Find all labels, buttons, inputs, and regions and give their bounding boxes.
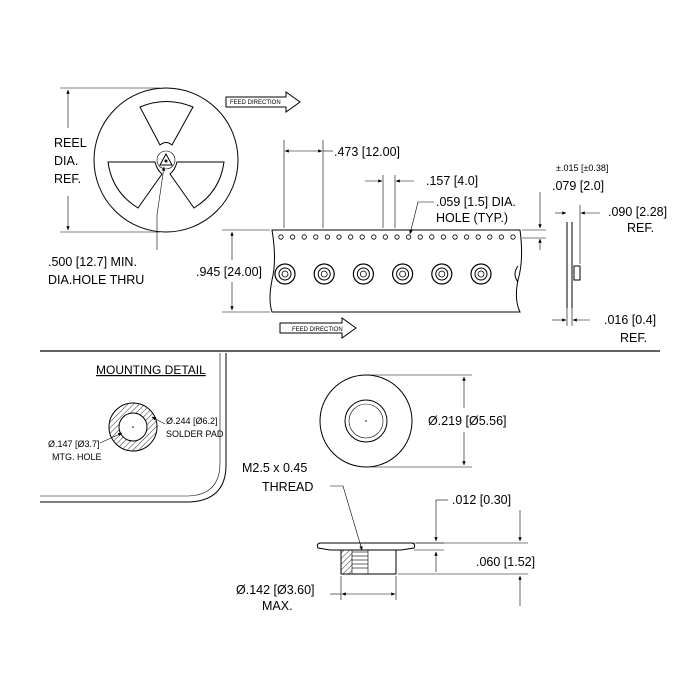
tape-side-profile [566,222,581,308]
thread-label-1: M2.5 x 0.45 [242,461,307,475]
thickness-label-1: .016 [0.4] [604,313,656,327]
sprocket-hole [301,234,307,240]
part-side-view: M2.5 x 0.45 THREAD .012 [0.30] .060 [1.5… [236,461,535,613]
thickness-label-2: REF. [620,331,647,345]
thread-leader [330,485,363,551]
body-hatch [340,549,353,575]
reel-dia-label-2: DIA. [54,154,78,168]
sprocket-hole [371,234,377,240]
feed-direction-arrow-top [225,91,301,113]
pad-leader [151,416,166,425]
sprocket-hole [417,234,423,240]
reel-hole-label-1: .500 [12.7] MIN. [48,255,137,269]
sprocket-hole [475,234,481,240]
flange-thk-label: .012 [0.30] [452,493,511,507]
edge-offset-label: .079 [2.0] [552,179,604,193]
component-pocket [431,263,453,285]
reel-outline [93,87,239,233]
reel-dia-label-1: REEL [54,136,87,150]
hole-label-1: Ø.147 [Ø3.7] [48,439,100,449]
sprocket-hole [463,234,470,240]
thread-label-2: THREAD [262,480,313,494]
sprocket-hole [289,234,296,240]
component-pocket [352,263,374,285]
sprocket-hole [487,234,493,240]
sprocket-hole [394,234,400,240]
sprocket-pitch-label: .157 [4.0] [426,174,478,188]
sprocket-hole [452,234,458,240]
sprocket-holes [278,234,516,240]
component-pockets [274,263,519,285]
sprocket-hole-label-2: HOLE (TYP.) [436,211,508,225]
pad-label-2: SOLDER PAD [166,429,224,439]
mounting-detail-title: MOUNTING DETAIL [96,363,206,377]
body-dia-label-2: MAX. [262,599,293,613]
component-pocket [313,263,335,285]
reel-window-left [107,161,163,209]
reel-hole-leader [156,166,166,250]
body-circle [344,399,388,443]
body-dia-label-1: Ø.142 [Ø3.60] [236,583,315,597]
flange-profile [316,542,416,551]
sprocket-hole [313,234,319,240]
pad-label-1: Ø.244 [Ø6.2] [166,416,218,426]
width-label: .945 [24.00] [196,265,262,279]
feed-direction-label-top: FEED DIRECTION [230,100,281,106]
reel-window-top [139,101,194,146]
reel-hole-label-2: DIA.HOLE THRU [48,273,144,287]
component-pocket [392,263,414,285]
component-pocket [274,263,296,285]
sprocket-hole [278,234,284,240]
reel-view: REEL DIA. REF. .500 [12.7] MIN. DIA.HOLE… [48,87,301,287]
component-pocket-partial [514,265,519,283]
mounting-detail-border [40,353,227,503]
pitch-label: .473 [12.00] [334,145,400,159]
tape-view: .473 [12.00] .157 [4.0] .059 [1.5] DIA. … [196,140,667,345]
sprocket-hole [440,234,446,240]
tolerance-label: ±.015 [±0.38] [556,163,608,173]
hole-label-2: MTG. HOLE [52,452,102,462]
reel-hub-triangle [159,152,173,166]
profile-height-label-1: .090 [2.28] [608,205,667,219]
sprocket-hole [405,234,412,240]
sprocket-hole [382,234,388,240]
profile-height-label-2: REF. [627,221,654,235]
sprocket-hole-leader [409,201,434,235]
reel-window-right [169,161,225,209]
sprocket-hole [510,234,516,240]
reel-hub-center [164,159,168,163]
sprocket-hole [359,234,365,240]
part-top-view: Ø.219 [Ø5.56] [319,374,507,468]
thread-lines [352,550,369,574]
mounting-detail: MOUNTING DETAIL Ø.244 [Ø6.2] SOLDER PAD … [40,353,227,503]
sprocket-hole [498,234,504,240]
sprocket-hole [324,234,330,240]
feed-direction-arrow-bottom [279,317,357,339]
reel-hub-circle [156,150,176,170]
feed-direction-label-bottom: FEED DIRECTION [292,327,343,333]
height-label: .060 [1.52] [476,555,535,569]
sprocket-hole [347,234,354,240]
sprocket-hole-label-1: .059 [1.5] DIA. [436,195,516,209]
component-pocket [470,263,492,285]
thread-circle [348,403,384,439]
sprocket-hole [336,234,342,240]
sprocket-hole [429,234,435,240]
flange-dia-label: Ø.219 [Ø5.56] [428,414,507,428]
hole-leader [99,432,123,444]
tape-outline [269,229,523,313]
reel-dia-label-3: REF. [54,172,81,186]
